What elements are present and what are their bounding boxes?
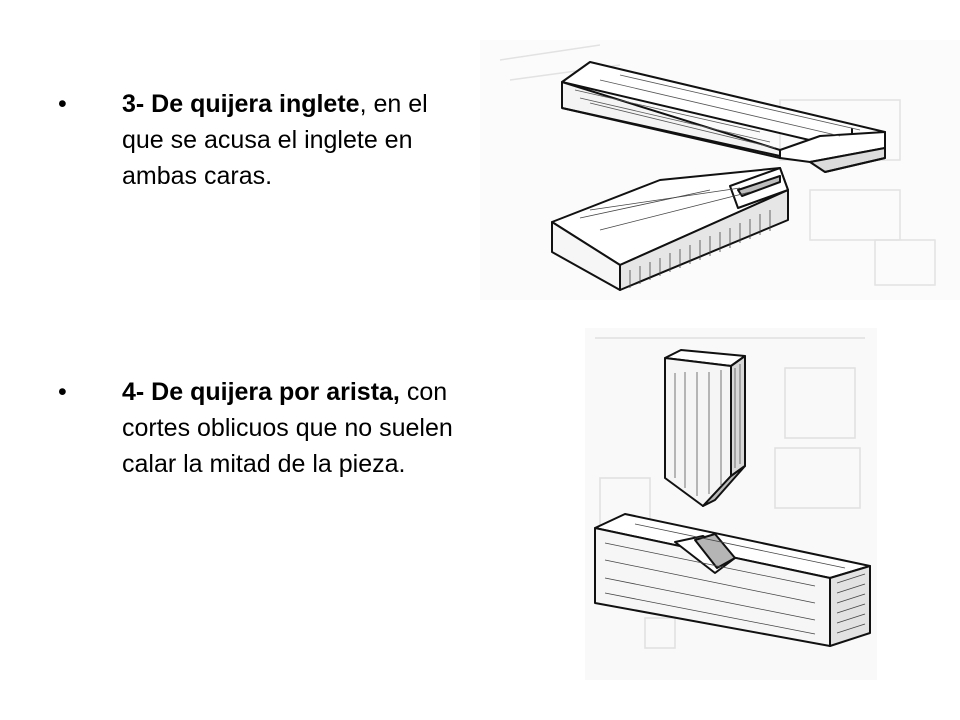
item-description: en el que se acusa el inglete en ambas c… [122, 90, 428, 190]
item-title: 4- De quijera por arista, [122, 378, 400, 406]
joint-drawing-inglete [499, 44, 936, 291]
illustration-quijera-arista [585, 328, 877, 680]
bullet-marker: • [58, 378, 67, 406]
joint-drawing-arista [594, 337, 871, 649]
illustration-quijera-inglete [480, 40, 960, 300]
item-title: 3- De quijera inglete [122, 90, 360, 118]
item-punctuation: , [359, 90, 367, 118]
bullet-text: 4- De quijera por arista, con cortes obl… [122, 374, 462, 482]
bullet-marker: • [58, 90, 67, 118]
item-description: con cortes oblicuos que no suelen calar … [122, 378, 453, 478]
bullet-text: 3- De quijera inglete, en el que se acus… [122, 86, 462, 194]
